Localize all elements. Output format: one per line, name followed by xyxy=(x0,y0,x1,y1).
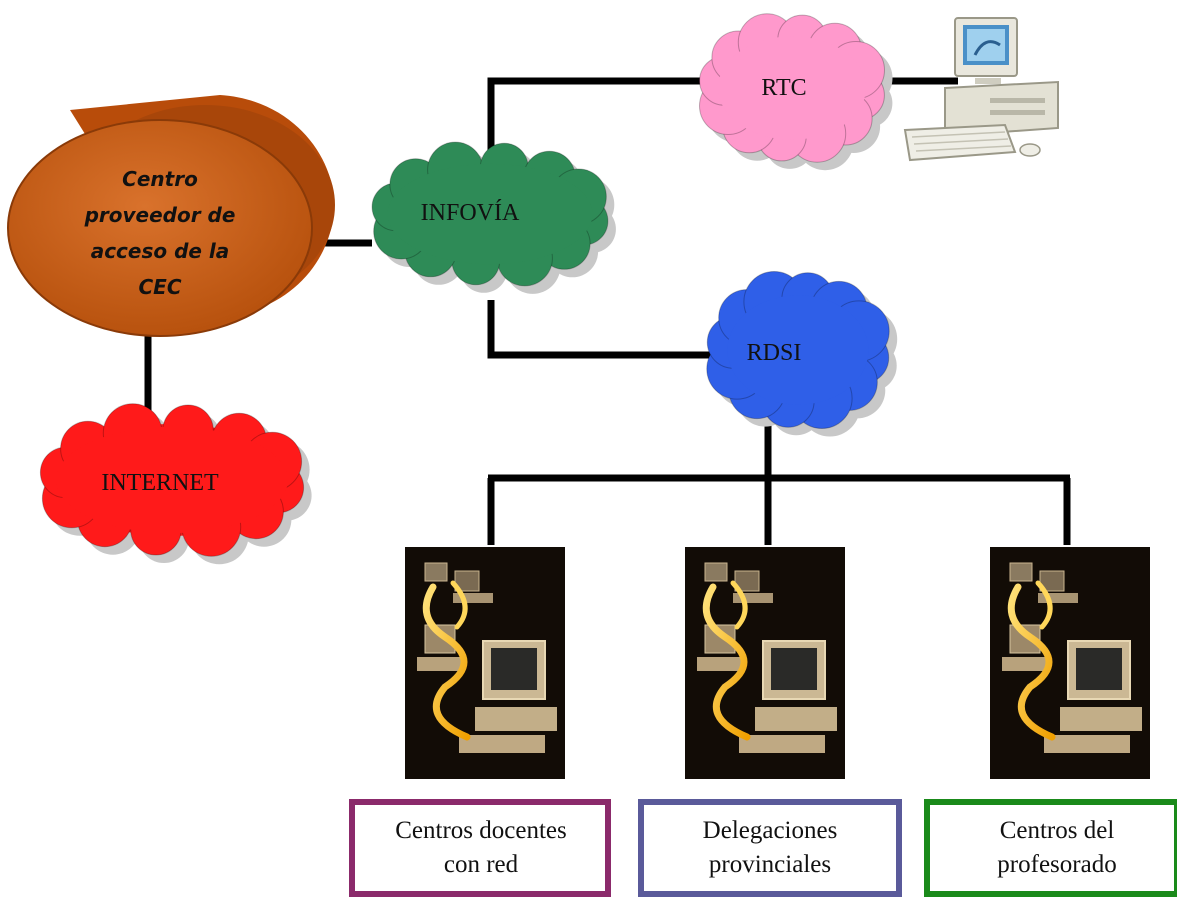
destination-1-line-1: Centros docentes xyxy=(395,817,566,844)
line-infovia-rdsi xyxy=(487,300,712,359)
rdsi-label: RDSI xyxy=(747,340,802,366)
access-center-drum-face xyxy=(7,119,313,337)
access-center-line-1: Centro xyxy=(122,167,198,191)
rtc-cloud: RTC xyxy=(699,13,893,171)
destination-box-2 xyxy=(638,799,902,897)
network-photos xyxy=(405,547,1150,779)
infovia-label: INFOVÍA xyxy=(421,200,520,226)
access-center-line-4: CEC xyxy=(138,275,181,299)
destination-labels: Centros docentes con red Delegaciones pr… xyxy=(349,799,1177,897)
access-center-line-2: proveedor de xyxy=(84,203,236,227)
access-center-line-3: acceso de la xyxy=(91,239,230,263)
internet-label: INTERNET xyxy=(101,470,219,496)
access-center-node: Centro proveedor de acceso de la CEC xyxy=(7,95,335,337)
destination-box-3 xyxy=(924,799,1177,897)
infovia-cloud-body xyxy=(371,141,609,287)
rdsi-cloud: RDSI xyxy=(706,271,898,437)
infovia-cloud: INFOVÍA xyxy=(371,141,616,294)
desktop-computer-icon xyxy=(903,17,1059,162)
destination-2-line-2: provinciales xyxy=(709,851,831,878)
networked-computers-photo xyxy=(685,547,845,779)
destination-2-line-1: Delegaciones xyxy=(703,817,838,844)
destination-3-line-2: profesorado xyxy=(997,851,1116,878)
rdsi-cloud-body xyxy=(706,271,890,429)
destination-3-line-1: Centros del xyxy=(1000,817,1115,844)
connection-lines xyxy=(144,77,1071,545)
networked-computers-photo xyxy=(405,547,565,779)
internet-cloud: INTERNET xyxy=(39,403,312,565)
internet-cloud-body xyxy=(39,403,305,557)
networked-computers-photo xyxy=(990,547,1150,779)
destination-box-1 xyxy=(349,799,611,897)
destination-1-line-2: con red xyxy=(444,851,519,878)
rtc-cloud-body xyxy=(699,13,886,163)
rtc-label: RTC xyxy=(761,75,806,101)
line-infovia-rtc xyxy=(487,77,708,165)
